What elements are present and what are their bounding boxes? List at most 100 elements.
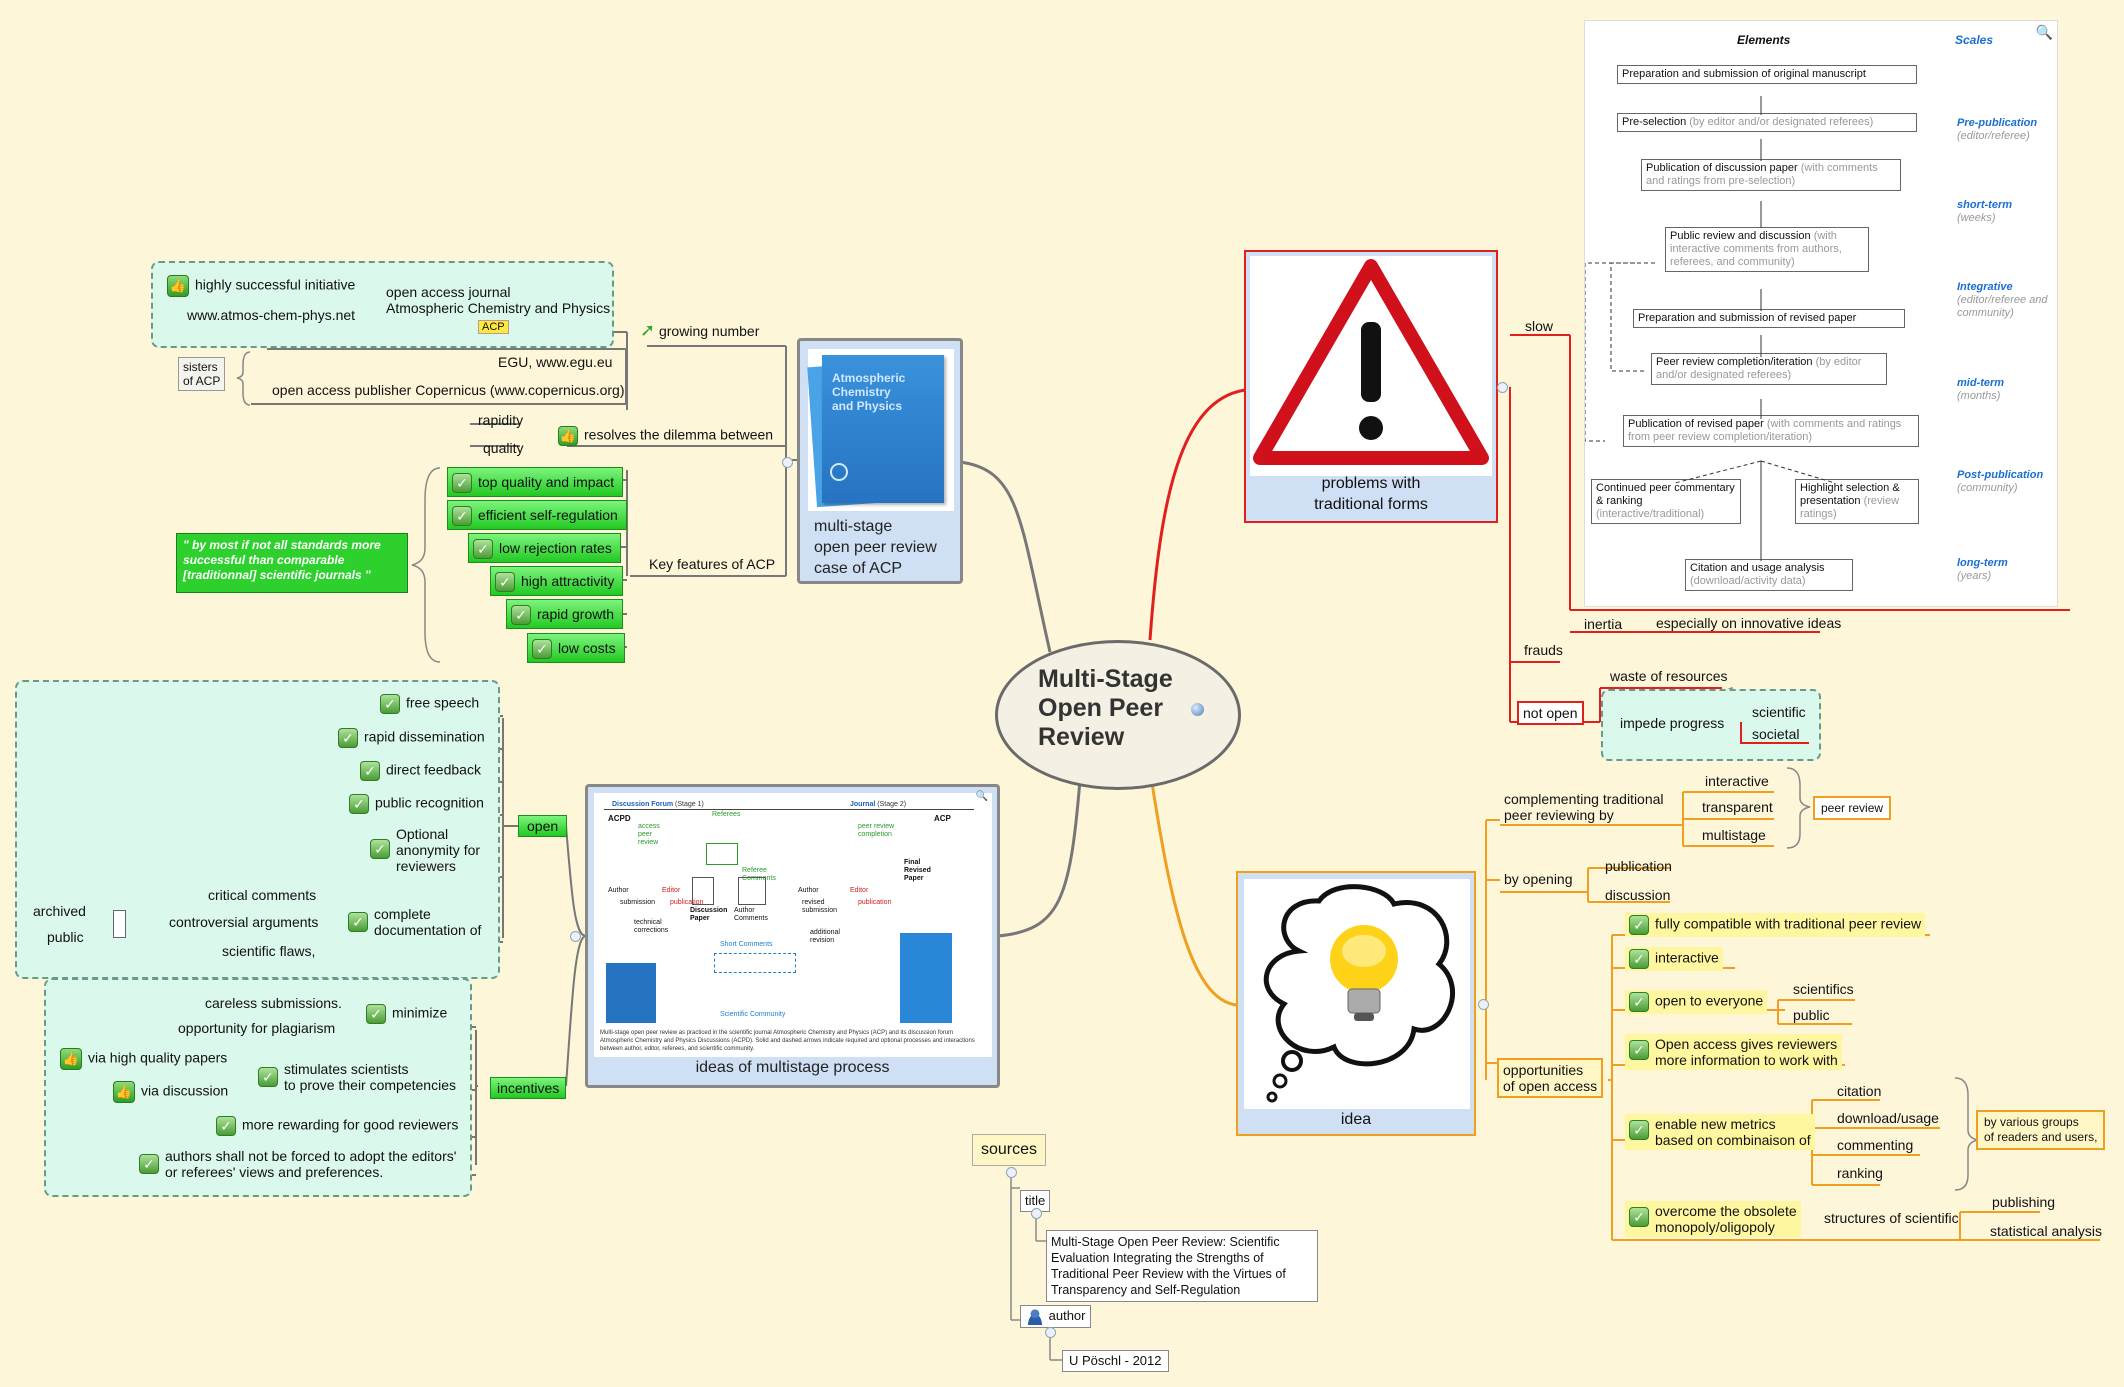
author-text[interactable]: U Pöschl - 2012 [1062,1350,1169,1372]
open-label[interactable]: open [518,815,568,837]
title-node[interactable]: title [1020,1190,1051,1212]
problems-collapse-toggle[interactable] [1497,382,1508,393]
acp-collapse-toggle[interactable] [782,457,793,468]
key-features-label[interactable]: Key features of ACP [649,556,776,572]
more-rewarding[interactable]: ✓more rewarding for good reviewers [216,1116,458,1136]
by-various-groups[interactable]: by various groups of readers and users, [1976,1110,2106,1150]
archived[interactable]: archived [33,903,86,919]
rapid-dissemination[interactable]: ✓rapid dissemination [338,728,485,748]
by-opening[interactable]: by opening [1504,871,1573,887]
direct-feedback[interactable]: ✓direct feedback [360,761,481,781]
impede-progress[interactable]: impede progress [1620,715,1725,731]
opening-publication[interactable]: publication [1605,858,1672,874]
free-speech[interactable]: ✓free speech [380,694,479,714]
structures-of-scientific[interactable]: structures of scientific [1824,1210,1959,1226]
incentives-label[interactable]: incentives [490,1077,567,1099]
problems-node[interactable]: problems with traditional forms [1244,250,1498,523]
not-open[interactable]: not open [1517,701,1584,725]
overcome-monopoly[interactable]: ✓ overcome the obsolete monopoly/oligopo… [1625,1201,1801,1237]
structures-publishing[interactable]: publishing [1992,1194,2056,1210]
opportunities-open-access[interactable]: opportunities of open access [1497,1058,1604,1098]
zoom-icon[interactable]: 🔍 [2035,24,2053,40]
element-sub-text: (with comments and ratings from pre-sele… [1646,162,1878,187]
feature-top-quality[interactable]: ✓top quality and impact [447,467,624,497]
via-discussion[interactable]: 👍via discussion [113,1081,228,1103]
enable-new-metrics[interactable]: ✓ enable new metrics based on combinaiso… [1625,1114,1815,1150]
societal[interactable]: societal [1740,722,1810,744]
egu-item[interactable]: EGU, www.egu.eu [498,354,613,370]
opening-discussion[interactable]: discussion [1605,887,1671,903]
metric-ranking[interactable]: ranking [1837,1165,1883,1181]
public[interactable]: public [47,929,84,945]
feature-low-costs[interactable]: ✓low costs [527,633,625,663]
process-node[interactable]: 🔍 Discussion Forum (Stage 1) Journal (St… [585,784,1000,1088]
central-topic[interactable]: Multi-Stage Open Peer Review [995,640,1241,790]
metric-citation[interactable]: citation [1837,1083,1882,1099]
scale-label: mid-term(months) [1957,377,2053,403]
element-main-text: Citation and usage analysis [1690,562,1825,574]
scientific[interactable]: scientific [1752,704,1806,720]
idea-caption: idea [1340,1111,1372,1128]
website-item[interactable]: www.atmos-chem-phys.net [187,307,356,323]
sources-node[interactable]: sources [972,1134,1047,1166]
highly-successful-item[interactable]: 👍highly successful initiative [167,275,355,297]
rapidity-item[interactable]: rapidity [478,412,524,428]
idea-collapse-toggle[interactable] [1478,999,1489,1010]
mode-interactive[interactable]: interactive [1705,773,1769,789]
scientific-flaws[interactable]: scientific flaws, [222,943,316,959]
waste-of-resources[interactable]: waste of resources [1610,668,1728,684]
sources-collapse-toggle[interactable] [1006,1167,1017,1178]
controversial-arguments[interactable]: controversial arguments [169,914,319,930]
idea-node[interactable]: idea [1236,871,1476,1136]
brace-peer [1786,767,1811,849]
copernicus-item[interactable]: open access publisher Copernicus (www.co… [272,382,625,398]
plagiarism[interactable]: opportunity for plagiarism [178,1020,336,1036]
feature-high-attractivity[interactable]: ✓high attractivity [490,566,624,596]
author-node[interactable]: author [1020,1305,1091,1328]
open-to-everyone[interactable]: ✓open to everyone [1625,990,1768,1014]
metric-download[interactable]: download/usage [1837,1110,1939,1126]
open-access-reviewers[interactable]: ✓ Open access gives reviewers more infor… [1625,1034,1842,1070]
process-collapse-toggle[interactable] [570,931,581,942]
element-row: Citation and usage analysis (download/ac… [1685,559,1853,591]
resolves-dilemma[interactable]: 👍resolves the dilemma between [558,426,773,446]
structures-statistical[interactable]: statistical analysis [1990,1223,2103,1239]
metric-commenting[interactable]: commenting [1837,1137,1914,1153]
minimize[interactable]: ✓minimize [366,1004,447,1024]
author-collapse-toggle[interactable] [1045,1327,1056,1338]
mode-multistage[interactable]: multistage [1702,827,1766,843]
authors-not-forced[interactable]: ✓ authors shall not be forced to adopt t… [139,1148,456,1180]
complete-documentation[interactable]: ✓ complete documentation of [348,906,481,938]
optional-anonymity[interactable]: ✓ Optional anonymity for reviewers [370,826,480,874]
element-row: Preparation and submission of original m… [1617,65,1917,84]
opp-interactive[interactable]: ✓interactive [1625,947,1723,971]
complementing-traditional[interactable]: complementing traditional peer reviewing… [1504,791,1664,823]
zoom-icon[interactable]: 🔍 [975,791,988,802]
acp-quote[interactable]: " by most if not all standards more succ… [176,533,408,593]
public-audience[interactable]: public [1793,1007,1830,1023]
slow[interactable]: slow [1525,318,1554,334]
quality-item[interactable]: quality [483,440,524,456]
acp-journal-node[interactable]: Atmospheric Chemistry and Physics multi-… [797,338,963,584]
title-text[interactable]: Multi-Stage Open Peer Review: Scientific… [1046,1230,1318,1302]
frauds[interactable]: frauds [1524,642,1563,658]
public-recognition[interactable]: ✓public recognition [349,794,484,814]
feature-self-regulation[interactable]: ✓efficient self-regulation [447,500,627,530]
careless-submissions[interactable]: careless submissions. [205,995,342,1011]
sisters-of-acp[interactable]: sisters of ACP [178,357,226,391]
title-collapse-toggle[interactable] [1031,1208,1042,1219]
peer-review-tag[interactable]: peer review [1813,796,1892,820]
stimulates-scientists[interactable]: ✓ stimulates scientists to prove their c… [258,1061,456,1093]
mode-transparent[interactable]: transparent [1702,799,1773,815]
scientifics[interactable]: scientifics [1793,981,1854,997]
feature-low-rejection[interactable]: ✓low rejection rates [468,533,621,563]
feature-rapid-growth[interactable]: ✓rapid growth [506,599,624,629]
open-access-journal[interactable]: open access journal Atmospheric Chemistr… [386,284,611,316]
globe-icon[interactable] [1191,703,1204,716]
inertia[interactable]: inertia [1584,616,1623,632]
fully-compatible[interactable]: ✓fully compatible with traditional peer … [1625,913,1926,937]
critical-comments[interactable]: critical comments [208,887,317,903]
growing-number[interactable]: ➚ growing number [640,320,760,340]
via-high-quality-papers[interactable]: 👍via high quality papers [60,1048,227,1070]
innovative-ideas[interactable]: especially on innovative ideas [1656,615,1842,631]
